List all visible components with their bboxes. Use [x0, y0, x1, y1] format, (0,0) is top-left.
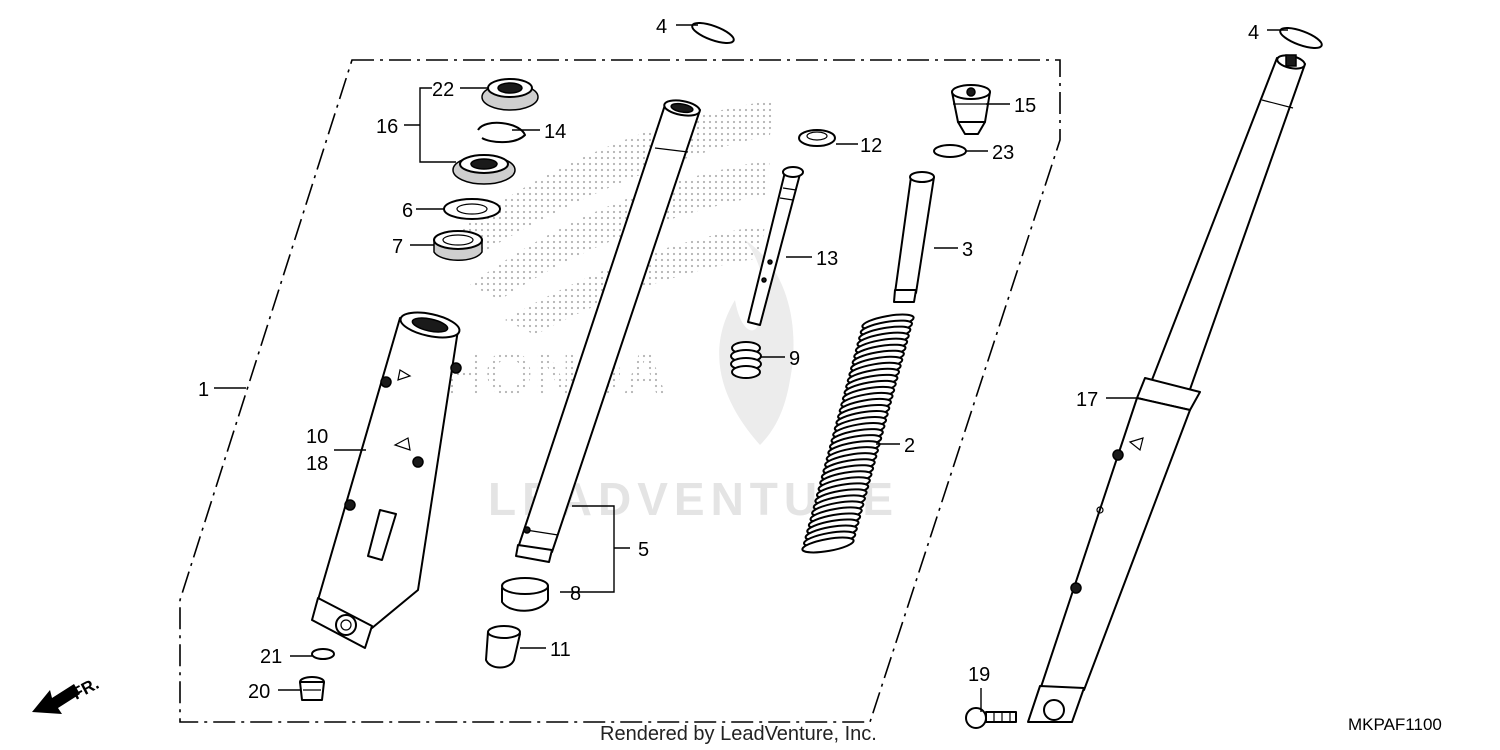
callout-1: 1: [198, 379, 209, 401]
washer-part: [311, 648, 335, 660]
fork-bolt-part: [951, 84, 991, 135]
honda-watermark-text: HONDA: [440, 340, 667, 409]
fork-piston-part: [747, 166, 804, 326]
callout-22: 22: [432, 79, 454, 101]
callout-13: 13: [816, 248, 838, 270]
callout-4: 4: [1248, 22, 1259, 44]
callout-3: 3: [962, 239, 973, 261]
oil-seal-part: [452, 154, 516, 185]
dust-seal-part: [481, 78, 539, 111]
back-up-ring-part: [443, 198, 501, 220]
o-ring-part: [1279, 27, 1323, 49]
callout-15: 15: [1014, 95, 1036, 117]
front-direction-marker: FR.: [32, 674, 102, 714]
callout-20: 20: [248, 681, 270, 703]
callout-7: 7: [392, 236, 403, 258]
slide-bushing-lower-part: [501, 577, 549, 612]
rendered-by-credit: Rendered by LeadVenture, Inc.: [600, 723, 877, 745]
assembly-frame: [179, 59, 1061, 723]
fr-label: FR.: [69, 674, 102, 704]
callout-8: 8: [570, 583, 581, 605]
leadventure-flame-watermark: [719, 240, 794, 445]
callout-16: 16: [376, 116, 398, 138]
callout-6: 6: [402, 200, 413, 222]
callout-5: 5: [638, 539, 649, 561]
callout-21: 21: [260, 646, 282, 668]
callout-11: 11: [550, 639, 571, 661]
callout-10: 10: [306, 426, 328, 448]
rebound-spring-part: [730, 341, 762, 379]
bolt-part: [965, 707, 1017, 729]
fork-spring-part: [801, 313, 915, 554]
callout-2: 2: [904, 435, 915, 457]
oil-lock-piece-part: [485, 625, 521, 669]
fork-pipe-part: [515, 99, 701, 563]
fork-slider-part: [311, 311, 462, 649]
o-ring-small-part: [933, 144, 967, 158]
callout-23: 23: [992, 142, 1014, 164]
callout-4: 4: [656, 16, 667, 38]
spring-coil: [801, 536, 855, 554]
callout-17: 17: [1076, 389, 1098, 411]
socket-bolt-part: [299, 676, 325, 701]
leader-lines: [214, 24, 1288, 712]
callout-12: 12: [860, 135, 882, 157]
o-ring-part: [691, 22, 735, 44]
fork-spacer-part: [893, 171, 935, 303]
circlip-part: [477, 121, 526, 144]
diagram-code: MKPAF1100: [1348, 715, 1442, 734]
piston-ring-part: [798, 129, 836, 147]
right-fork-assembly-part: [1027, 54, 1306, 723]
callout-14: 14: [544, 121, 566, 143]
callout-19: 19: [968, 664, 990, 686]
callout-18: 18: [306, 453, 328, 475]
slide-bushing-part: [433, 230, 483, 261]
callout-9: 9: [789, 348, 800, 370]
